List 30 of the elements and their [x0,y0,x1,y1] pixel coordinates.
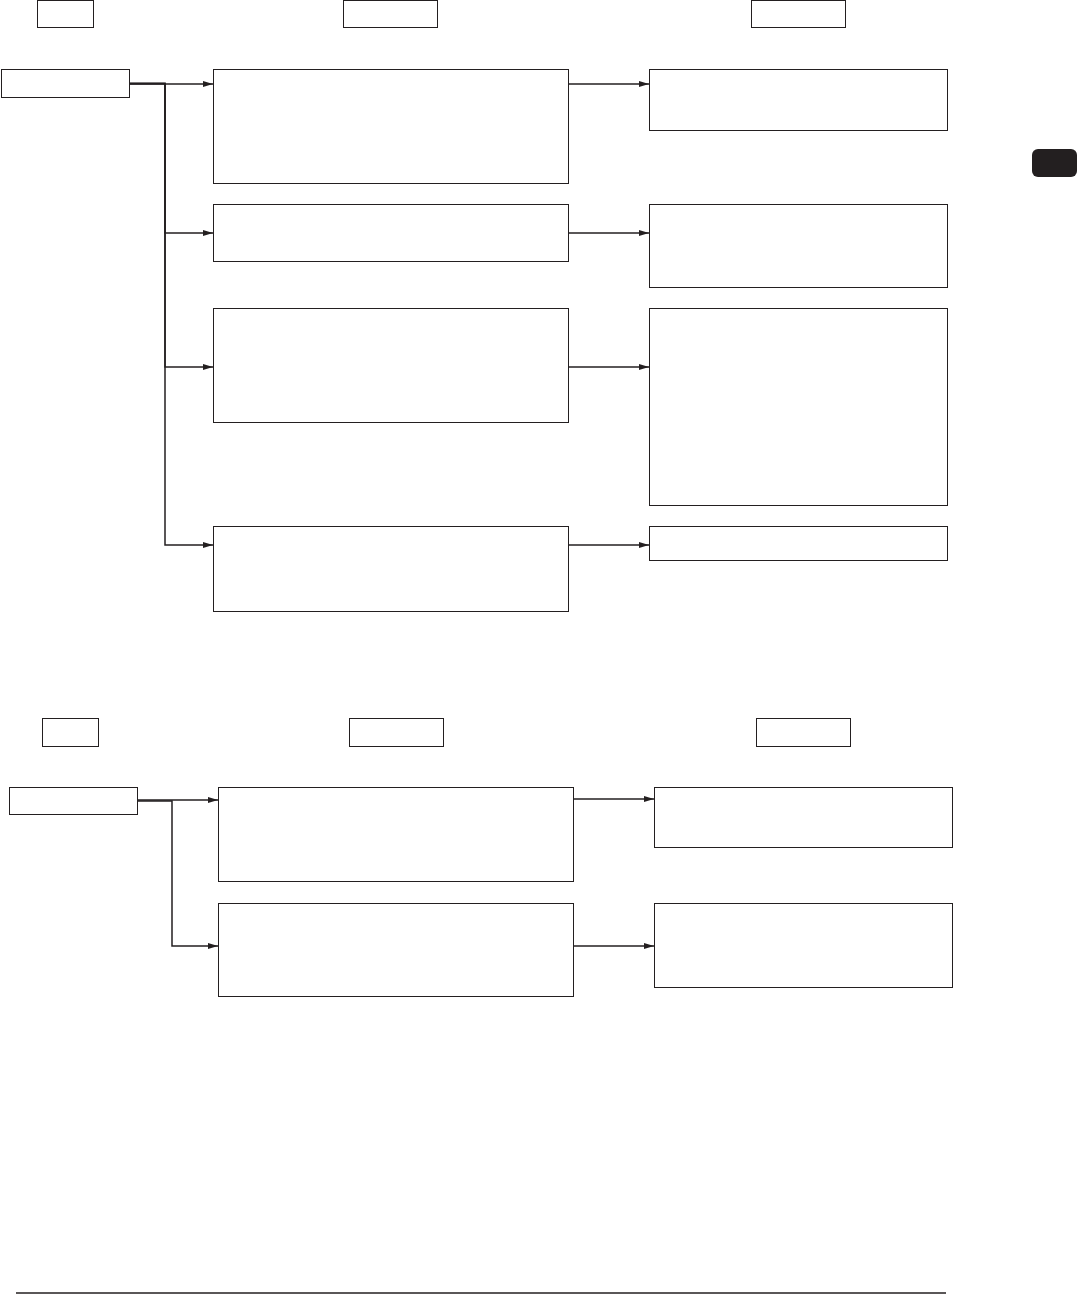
process-box [649,69,948,131]
process-box [9,787,138,815]
arrow [129,81,214,87]
arrow [568,230,650,236]
process-box [42,718,99,747]
process-box [654,787,953,848]
arrow [129,82,214,548]
process-box [213,308,569,423]
process-box [756,718,851,747]
process-box [349,718,444,747]
process-box [1,69,130,98]
arrow [573,943,655,949]
arrow [137,797,219,803]
process-box [213,69,569,184]
process-box [213,204,569,262]
process-box [218,903,574,997]
arrow [568,364,650,370]
process-box [649,308,948,506]
process-box [37,0,94,28]
process-box [218,787,574,882]
arrow [573,796,655,802]
process-box [343,0,438,28]
process-box [649,204,948,288]
process-box [654,903,953,988]
process-box [213,526,569,612]
process-box [649,526,948,561]
arrow [137,800,219,949]
arrow [568,542,650,548]
process-box [751,0,846,28]
arrow [568,81,650,87]
